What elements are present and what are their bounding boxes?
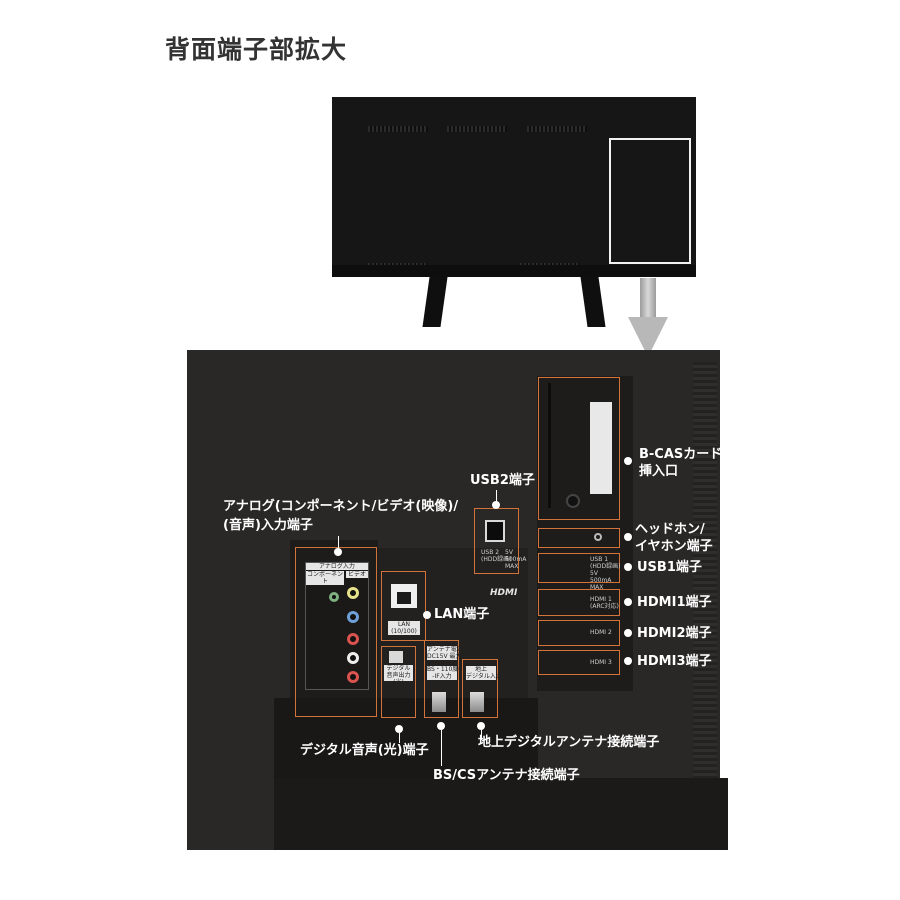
panel-edge: [693, 362, 717, 842]
terrestrial-callout-line: [481, 730, 482, 740]
stand-right: [580, 277, 606, 327]
terrestrial-port-label: 地上 デジタル入力: [466, 666, 502, 680]
hdmi1-port-highlight: [538, 589, 620, 616]
screw-icon: [566, 494, 580, 508]
usb1-callout-dot: [624, 563, 632, 571]
headphone-jack: [594, 533, 602, 541]
rca-pr-red: [347, 633, 359, 645]
side-terminal-strip: [537, 376, 633, 691]
bscs-callout: BS/CSアンテナ接続端子: [433, 768, 580, 783]
antenna-power-label: アンテナ電源 DC15V 最大4W: [427, 646, 471, 660]
optical-socket: [389, 651, 403, 663]
bcas-callout-dot: [624, 457, 632, 465]
tv-bottom-edge: [332, 265, 696, 277]
hdmi2-callout-dot: [624, 629, 632, 637]
hdmi3-port-label: HDMI 3: [590, 659, 612, 666]
analog-callout: アナログ(コンポーネント/ビデオ(映像)/ (音声)入力端子: [223, 499, 459, 533]
hdmi3-port-highlight: [538, 650, 620, 675]
bottom-shadow: [274, 778, 728, 850]
bscs-callout-line: [441, 730, 442, 766]
rca-pb-blue: [347, 611, 359, 623]
analog-input-label: アナログ入力: [306, 563, 368, 570]
analog-callout-line: [338, 536, 339, 548]
terrestrial-callout-dot: [477, 722, 485, 730]
vent: [368, 126, 428, 132]
vent: [447, 126, 507, 132]
hdmi2-callout: HDMI2端子: [637, 626, 712, 641]
lan-callout: LAN端子: [434, 607, 490, 622]
terrestrial-callout: 地上デジタルアンテナ接続端子: [478, 735, 660, 750]
lan-callout-dot: [423, 611, 431, 619]
tv-body: [332, 97, 696, 265]
rca-video-yellow: [347, 587, 359, 599]
stand-left: [422, 277, 448, 327]
headphone-callout-dot: [624, 533, 632, 541]
bcas-slot-highlight: [538, 377, 620, 520]
bscs-antenna-highlight: [424, 640, 459, 718]
lan-socket-hole: [397, 592, 411, 604]
optical-callout-line: [399, 733, 400, 743]
hdmi2-port-highlight: [538, 620, 620, 646]
usb2-callout-dot: [492, 501, 500, 509]
rca-audio-red: [347, 671, 359, 683]
rca-y-green: [329, 592, 339, 602]
headphone-callout: ヘッドホン/ イヤホン端子: [635, 522, 713, 554]
usb2-callout: USB2端子: [470, 473, 535, 488]
bcas-notice-sticker: [590, 402, 612, 494]
bcas-slot: [548, 383, 551, 508]
analog-callout-dot: [334, 548, 342, 556]
optical-port-label: デジタル音声出力(光): [384, 665, 413, 686]
hdmi1-callout-dot: [624, 598, 632, 606]
lan-port-highlight: [381, 571, 426, 641]
video-label: ビデオ: [346, 571, 368, 578]
hdmi2-port-label: HDMI 2: [590, 629, 612, 636]
usb2-socket: [485, 520, 505, 542]
usb1-callout: USB1端子: [637, 560, 702, 575]
terrestrial-antenna-highlight: [462, 659, 498, 718]
hdmi1-port-label: HDMI 1 (ARC対応): [590, 596, 619, 610]
hdmi3-callout-dot: [624, 657, 632, 665]
hdmi-logo: HDMI: [490, 588, 518, 598]
bcas-callout: B-CASカード 挿入口: [639, 447, 723, 479]
rca-audio-white: [347, 652, 359, 664]
terrestrial-f-connector: [470, 692, 484, 712]
headphone-port-highlight: [538, 528, 620, 548]
hdmi3-callout: HDMI3端子: [637, 654, 712, 669]
usb2-callout-line: [496, 490, 497, 504]
zoom-arrow-shaft: [640, 278, 656, 318]
optical-port-highlight: [381, 646, 416, 718]
analog-input-highlight: [295, 547, 377, 717]
vent: [527, 126, 587, 132]
page-title: 背面端子部拡大: [165, 35, 348, 64]
usb1-port-highlight: [538, 553, 620, 583]
usb2-rating: 5V 500mA MAX: [505, 549, 527, 570]
usb2-port-label: USB 2 (HDD録画): [481, 549, 512, 563]
usb1-port-label: USB 1 (HDD録画) 5V 500mA MAX: [590, 556, 621, 591]
optical-callout: デジタル音声(光)端子: [300, 743, 429, 758]
bscs-port-label: BS・110度CS -IF入力: [427, 666, 467, 680]
bscs-f-connector: [432, 692, 446, 712]
terminal-area-highlight: [609, 138, 691, 264]
component-label: コンポーネント: [306, 571, 344, 585]
bscs-callout-dot: [437, 722, 445, 730]
optical-callout-dot: [395, 725, 403, 733]
hdmi1-callout: HDMI1端子: [637, 595, 712, 610]
lan-port-label: LAN (10/100): [388, 621, 420, 635]
